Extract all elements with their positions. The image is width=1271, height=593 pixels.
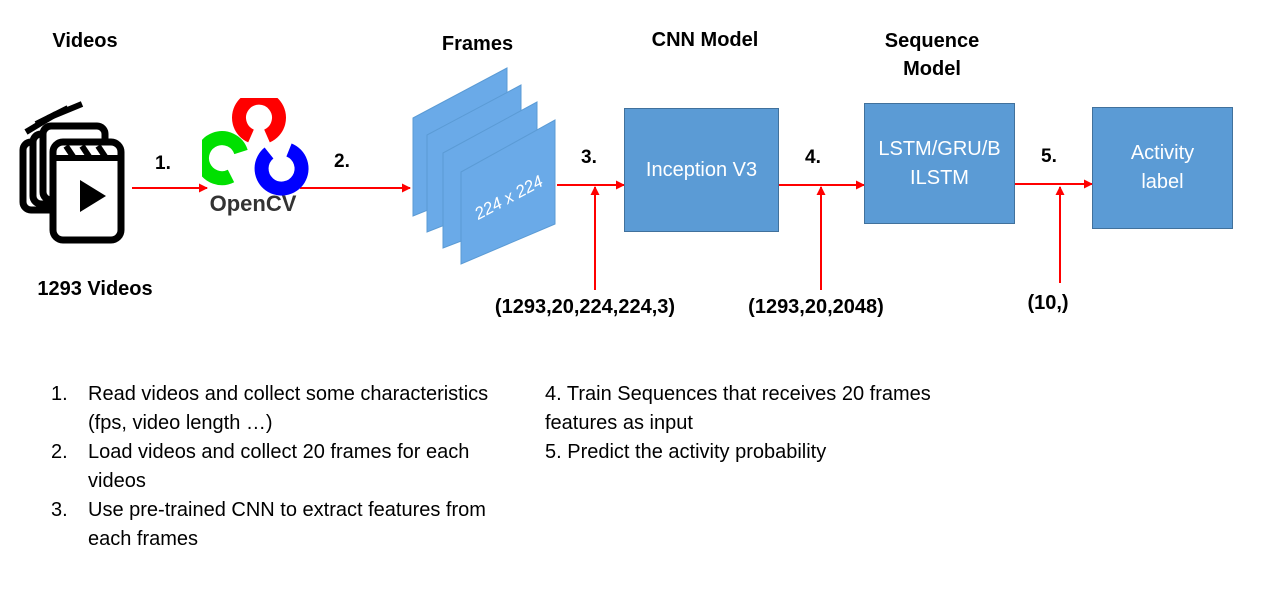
- activity-label-box: Activity label: [1092, 107, 1233, 229]
- cnn-model-header: CNN Model: [651, 29, 759, 51]
- notes-left-list: 1. Read videos and collect some characte…: [51, 380, 496, 554]
- frames-stack: 224 x 224: [412, 67, 556, 265]
- frames-shape-label: (1293,20,224,224,3): [494, 296, 676, 318]
- features-shape-label: (1293,20,2048): [748, 296, 884, 318]
- videos-count: 1293 Videos: [37, 278, 153, 300]
- note-number: 1.: [51, 383, 68, 405]
- note-text: Load videos and collect 20 frames for ea…: [88, 441, 470, 492]
- lstm-gru-bilstm-box: LSTM/GRU/B ILSTM: [864, 103, 1015, 224]
- note-number: 3.: [51, 499, 68, 521]
- frames-header: Frames: [441, 33, 514, 55]
- step-5-label: 5.: [1041, 146, 1057, 167]
- output-shape-label: (10,): [1027, 292, 1069, 314]
- note-item: 4. Train Sequences that receives 20 fram…: [545, 383, 931, 434]
- note-item: 3. Use pre-trained CNN to extract featur…: [51, 496, 496, 554]
- opencv-logo: OpenCV: [202, 98, 309, 216]
- step-1-label: 1.: [155, 153, 171, 174]
- note-item: 5. Predict the activity probability: [545, 441, 827, 463]
- note-item: 1. Read videos and collect some characte…: [51, 380, 496, 438]
- inception-v3-box: Inception V3: [624, 108, 779, 232]
- video-files-icon: [19, 101, 125, 244]
- step-3-label: 3.: [581, 147, 597, 168]
- note-number: 2.: [51, 441, 68, 463]
- note-text: Use pre-trained CNN to extract features …: [88, 499, 486, 550]
- step-2-label: 2.: [334, 151, 350, 172]
- note-item: 2. Load videos and collect 20 frames for…: [51, 438, 496, 496]
- step-4-label: 4.: [805, 147, 821, 168]
- opencv-logo-label: OpenCV: [210, 191, 297, 216]
- videos-header: Videos: [52, 30, 118, 52]
- sequence-model-header: Sequence Model: [884, 30, 980, 80]
- notes-right-list: 4. Train Sequences that receives 20 fram…: [545, 380, 975, 467]
- note-text: Read videos and collect some characteris…: [88, 383, 489, 434]
